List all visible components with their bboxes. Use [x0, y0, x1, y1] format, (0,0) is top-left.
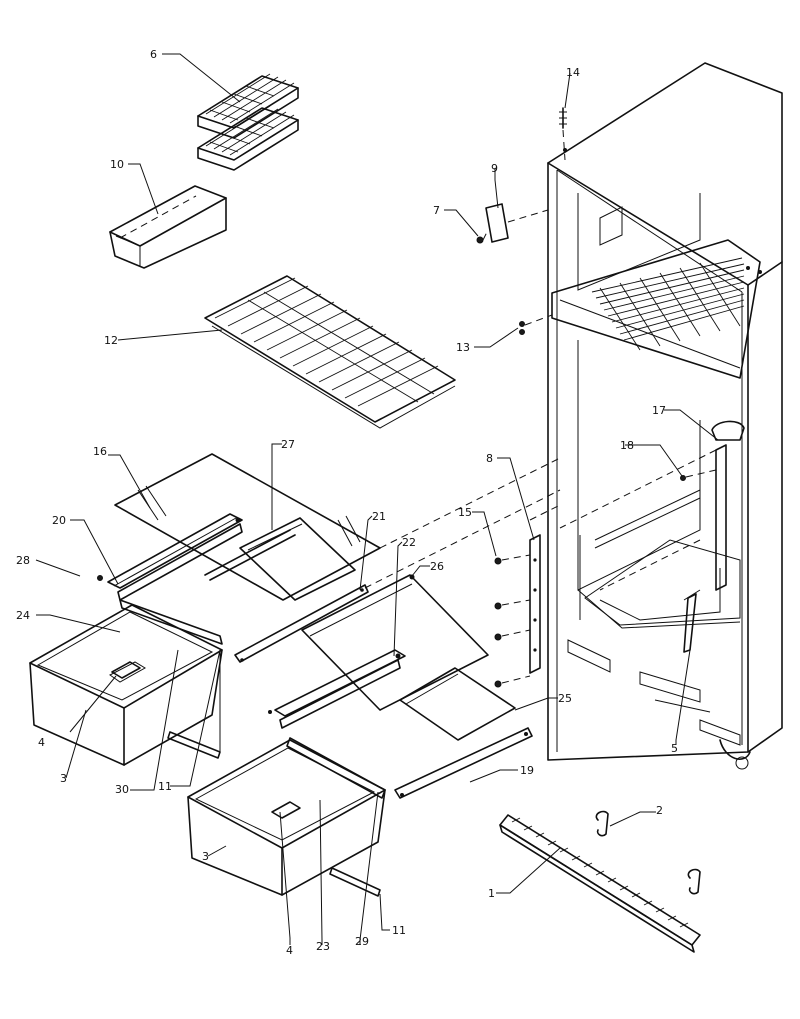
crisper-drawer-lower-3: [187, 739, 386, 896]
callout-25: 25: [558, 692, 572, 705]
callout-7: 7: [433, 204, 440, 217]
screw-18: [680, 469, 717, 481]
callout-30: 30: [115, 783, 129, 796]
drawer-rail-lower-11: [329, 867, 381, 897]
crisper-cover-26: [301, 574, 489, 711]
callout-24: 24: [16, 609, 30, 622]
callout-21: 21: [372, 510, 386, 523]
rail-19: [394, 727, 533, 799]
screws-15: [494, 554, 531, 688]
callout-23: 23: [316, 940, 330, 953]
callout-20: 20: [52, 514, 66, 527]
ice-bin-10: [109, 185, 227, 269]
leader-lines: [35, 53, 719, 945]
drawer-rail-upper-11: [167, 731, 221, 759]
callout-14: 14: [566, 66, 580, 79]
callout-13: 13: [456, 341, 470, 354]
refrigerator-cabinet: [547, 62, 783, 770]
rail-bracket-left-8: [529, 534, 541, 674]
ice-trays-6: [197, 73, 299, 171]
clips-2: [595, 810, 701, 895]
crisper-slide-27: [204, 517, 356, 601]
callout-11-lower: 11: [392, 924, 406, 937]
kick-plate-grille-1: [499, 814, 701, 953]
callout-8: 8: [486, 452, 493, 465]
drawer-insert-upper-4: [111, 661, 141, 679]
crisper-frame-20: [107, 513, 243, 601]
callout-18: 18: [620, 439, 634, 452]
callout-3-lower: 3: [202, 850, 209, 863]
crisper-drawer-upper-3: [29, 604, 223, 766]
screw-28: [97, 575, 103, 581]
crisper-slide-25: [399, 667, 516, 741]
wire-shelf-12: [204, 275, 456, 429]
callout-22: 22: [402, 536, 416, 549]
crisper-frame-22: [268, 649, 406, 729]
callout-4-lower: 4: [286, 944, 293, 957]
callout-labels: 6 10 12 14 9 7 13 17 18 8 15 16 27 20 21…: [16, 48, 678, 957]
callout-5: 5: [671, 742, 678, 755]
screw-7: [476, 236, 484, 244]
callout-12: 12: [104, 334, 118, 347]
screw-13: [519, 314, 553, 335]
rail-21: [234, 584, 369, 663]
callout-16: 16: [93, 445, 107, 458]
callout-2: 2: [656, 804, 663, 817]
light-cover-9: [485, 203, 549, 243]
callout-9: 9: [491, 162, 498, 175]
screw-14: [559, 107, 567, 161]
callout-10: 10: [110, 158, 124, 171]
callout-3-upper: 3: [60, 772, 67, 785]
callout-26: 26: [430, 560, 444, 573]
callout-4-upper: 4: [38, 736, 45, 749]
callout-27: 27: [281, 438, 295, 451]
callout-17: 17: [652, 404, 666, 417]
crisper-rail-24: [119, 599, 223, 645]
callout-1: 1: [488, 887, 495, 900]
drawer-insert-lower-4: [271, 801, 301, 819]
callout-15: 15: [458, 506, 472, 519]
callout-6: 6: [150, 48, 157, 61]
callout-19: 19: [520, 764, 534, 777]
callout-28: 28: [16, 554, 30, 567]
callout-29: 29: [355, 935, 369, 948]
callout-11-upper: 11: [158, 780, 172, 793]
rail-bracket-right-17: [711, 420, 745, 591]
